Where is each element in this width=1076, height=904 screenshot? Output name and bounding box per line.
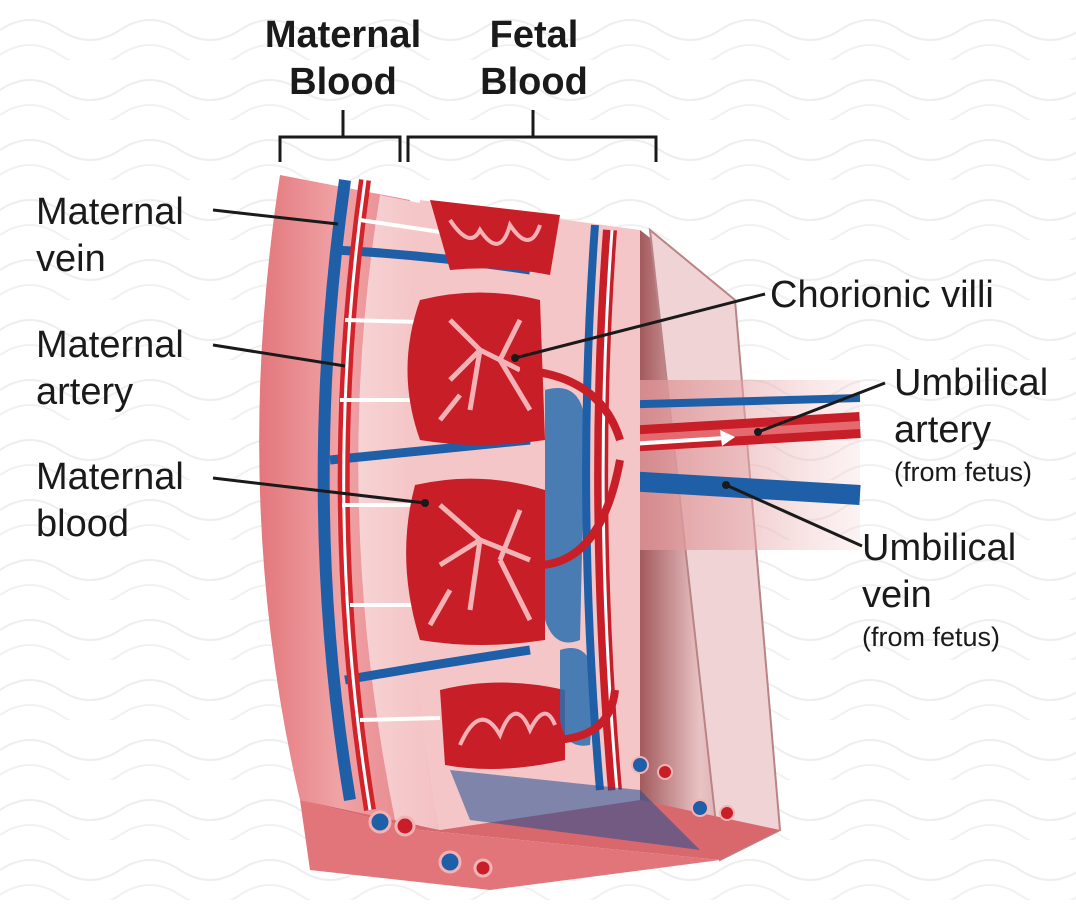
umbilical-artery-label: Umbilical artery (from fetus) xyxy=(894,360,1048,490)
vessel-cross-section xyxy=(475,860,491,876)
fetal-blood-heading-line1: Fetal xyxy=(462,12,606,59)
vessel-cross-section xyxy=(440,852,460,872)
maternal-blood-heading: Maternal Blood xyxy=(250,12,436,106)
maternal-blood-label-line2: blood xyxy=(36,501,184,548)
maternal-artery-branch xyxy=(345,320,420,322)
umbilical-artery-leader-dot xyxy=(754,428,762,436)
maternal-artery-branch xyxy=(360,718,440,720)
maternal-vein-label: Maternal vein xyxy=(36,189,184,283)
umbilical-vein-leader-dot xyxy=(722,481,730,489)
umbilical-artery-label-line1: Umbilical xyxy=(894,360,1048,407)
chorionic-villi-leader-dot xyxy=(511,354,519,362)
vessel-cross-section xyxy=(720,806,734,820)
umbilical-vein-label-note: (from fetus) xyxy=(862,619,1016,655)
maternal-blood-heading-line1: Maternal xyxy=(250,12,436,59)
umbilical-vein-label: Umbilical vein (from fetus) xyxy=(862,525,1016,655)
fetal-blood-heading: Fetal Blood xyxy=(462,12,606,106)
chorionic-villi-label-text: Chorionic villi xyxy=(770,272,994,319)
vessel-cross-section xyxy=(370,812,390,832)
umbilical-artery-label-line2: artery xyxy=(894,407,1048,454)
maternal-artery-label-line1: Maternal xyxy=(36,322,184,369)
maternal-blood-leader-dot xyxy=(421,499,429,507)
fetal-blood-space xyxy=(545,388,585,643)
maternal-vein-label-line1: Maternal xyxy=(36,189,184,236)
maternal-artery-label-line2: artery xyxy=(36,369,184,416)
vessel-cross-section xyxy=(658,765,672,779)
umbilical-artery-label-note: (from fetus) xyxy=(894,454,1048,490)
umbilical-vein-label-line1: Umbilical xyxy=(862,525,1016,572)
chorionic-villi-label: Chorionic villi xyxy=(770,272,994,319)
maternal-blood-heading-line2: Blood xyxy=(250,59,436,106)
vessel-cross-section xyxy=(396,817,414,835)
umbilical-vein-label-line2: vein xyxy=(862,572,1016,619)
maternal-blood-label: Maternal blood xyxy=(36,454,184,548)
maternal-artery-label: Maternal artery xyxy=(36,322,184,416)
vessel-cross-section xyxy=(632,757,648,773)
fetal-blood-heading-line2: Blood xyxy=(462,59,606,106)
maternal-blood-label-line1: Maternal xyxy=(36,454,184,501)
vessel-cross-section xyxy=(692,800,708,816)
maternal-vein-label-line2: vein xyxy=(36,236,184,283)
chorionic-villus xyxy=(440,683,565,770)
